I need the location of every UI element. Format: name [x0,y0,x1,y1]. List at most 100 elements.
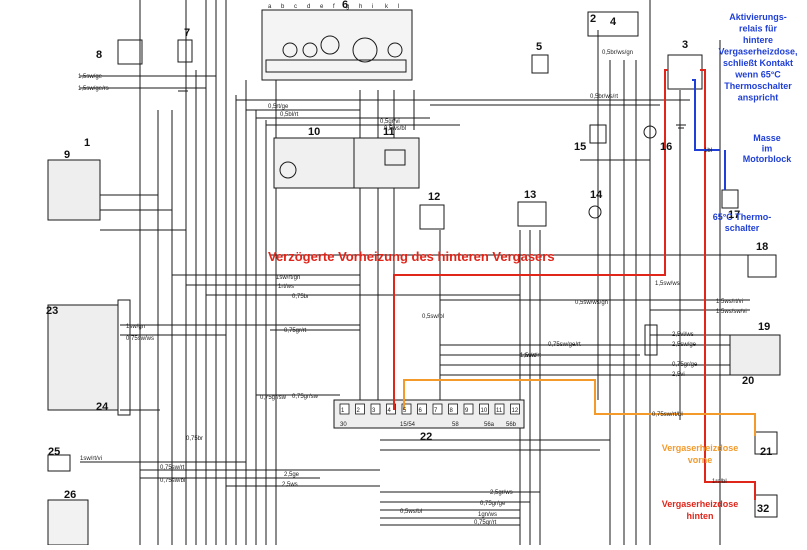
component-label-16: 16 [660,141,672,153]
component-label-32: 32 [757,503,769,515]
terminal-label-15-54: 15/54 [400,422,416,428]
component-label-13: 13 [524,189,536,201]
wire-label: 1,5sw/rt [520,353,541,359]
wire-label: 1gn/ws [478,512,497,518]
wire-label: 1,5ws/sw/vi [716,309,747,315]
note-line: Vergaserheizdose [662,443,739,453]
red-wire-relay-to-connector [393,69,668,410]
wire-label: 0,75gr/rt [284,328,307,334]
component-label-19: 19 [758,321,770,333]
wire-label: 1sw/gn [126,324,145,330]
component-numbers: 8 7 6 4 5 3 9 1 10 11 12 13 14 15 16 17 … [46,0,772,515]
note-line: Thermoschalter [724,81,792,91]
cluster-letter-e: e [320,4,324,10]
cluster-letter-k: k [385,4,389,10]
wire-label: 1,5ws/rt/vi [716,299,743,305]
connector-pin [432,403,443,415]
switch-box-13 [517,201,547,227]
wire-label: 2,5vi/ws [672,332,694,338]
terminal-number: 1 [341,408,345,414]
wire-label: 0,75sw/bl [160,478,185,484]
heater-box-32 [754,494,778,518]
component-label-12: 12 [428,191,440,203]
component-label-18: 18 [756,241,768,253]
wire-label: 2,5ws [282,482,298,488]
wire-labels: 1,5sw/ge1,5sw/ge/rs0,5br/ws/rt0,5br/ws/g… [78,50,747,526]
cluster-letter-a: a [268,4,272,10]
relay-box-20 [729,334,781,376]
component-label-22: 22 [420,431,432,443]
component-label-26: 26 [64,489,76,501]
wire-label: 0,75sw/ws [126,336,154,342]
cluster-letter-i: i [372,4,373,10]
wire-label: 0,75gr/sw [260,395,287,401]
wire-label: 0,75br [292,294,309,300]
note-line: Masse [753,133,781,143]
component-label-11: 11 [383,126,395,138]
red-wire-relay-to-rear-heater [700,69,756,500]
wire-label: 0,5ws/bl [400,509,422,515]
connector-pin [463,403,474,415]
component-label-4: 4 [610,16,617,28]
wire-label: 1,5sw/ws [655,281,680,287]
component-boxes [47,9,781,546]
wire-label: 0,5sw/bl [422,314,444,320]
horizontal-wires [80,75,760,526]
component-label-25: 25 [48,446,60,458]
switch-box-5 [531,54,549,74]
connector-pin [479,403,489,415]
connector-pin [370,403,381,415]
note-line: relais für [739,24,778,34]
instrument-cluster-box [261,9,413,81]
cluster-letter-f: f [333,4,335,10]
resistor-box-26 [47,499,89,546]
wire-label: 0,75sw/rt [160,465,185,471]
note-line: Vergaserheizdose [662,499,739,509]
relay-box-11 [353,137,420,189]
cluster-letter-g: g [346,4,349,10]
connector-pin [448,403,458,415]
wire-label: 1,5sw/ge/rs [78,86,109,92]
connector-pin [355,403,365,415]
connector-pin [494,403,505,415]
switch-box-15 [589,124,607,144]
connector-pin [401,403,412,415]
note-line: hinten [687,511,714,521]
plug-19 [644,324,658,356]
relay-box-10 [273,137,355,189]
component-label-2: 2 [590,13,596,25]
component-label-24: 24 [96,401,109,413]
terminal-label-30: 30 [340,422,347,428]
note-line: Vergaserheizdose, [718,47,797,57]
terminal-label-58: 58 [452,422,459,428]
component-label-3: 3 [682,39,688,51]
wire-label: 0,5br/ws/rt [590,94,618,100]
cluster-letter-l: l [398,4,399,10]
switch-box-9 [47,159,101,221]
wire-label: 2,5ge [284,472,300,478]
switch-box-23 [47,304,119,411]
wire-label: 2,5vi [672,372,685,378]
wire-label: 1bl [704,148,712,154]
switch-box-25 [47,454,71,472]
component-label-21: 21 [760,446,772,458]
connector-pin [510,403,520,415]
wire-label: 0,5rt/ge [268,104,289,110]
wire-label: 0,5br/ws/gn [602,50,633,56]
wire-label: 0,75sw/ge/rt [548,342,581,348]
terminal-number: 4 [388,408,392,414]
terminal-number: 7 [434,408,438,414]
terminal-number: 3 [372,408,376,414]
cluster-letter-b: b [281,4,285,10]
wire-label: 1rs/bl [712,479,727,485]
wire-label: 0,75sw/rt/bl [652,412,683,418]
terminal-number: 5 [403,408,407,414]
main-title: Verzögerte Vorheizung des hinteren Verga… [268,249,555,264]
wire-label: 1sw/rt [520,353,536,359]
terminal-label-56a: 56a [484,422,495,428]
blue-wire-relay-ground [692,79,720,151]
wire-label: 0,75gr/ge [672,362,698,368]
wire-label: 0,5ws/bl [384,126,406,132]
